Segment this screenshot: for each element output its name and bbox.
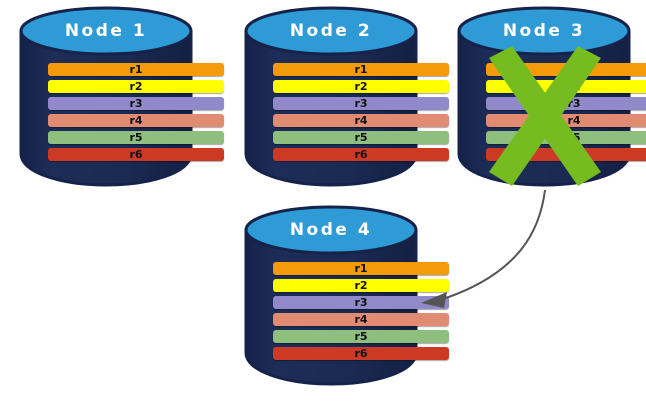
row-label: r5 <box>567 131 581 144</box>
row-label: r3 <box>354 97 368 110</box>
row-label: r2 <box>567 80 581 93</box>
row-label: r4 <box>354 114 368 127</box>
row-bar[interactable]: r5 <box>48 131 224 144</box>
row-bar[interactable]: r1 <box>273 63 449 76</box>
row-label: r4 <box>354 313 368 326</box>
node-cylinder-1[interactable]: Node 1 r1 r2 r3 r4 r5 r6 <box>18 4 224 188</box>
row-label: r6 <box>129 148 143 161</box>
row-bar[interactable]: r1 <box>486 63 646 76</box>
node-rows-2: r1 r2 r3 r4 r5 r6 <box>243 63 479 161</box>
row-label: r3 <box>567 97 581 110</box>
row-bar[interactable]: r3 <box>273 97 449 110</box>
row-label: r4 <box>129 114 143 127</box>
row-bar[interactable]: r2 <box>273 80 449 93</box>
row-bar[interactable]: r6 <box>273 347 449 360</box>
row-bar[interactable]: r5 <box>273 131 449 144</box>
row-label: r2 <box>129 80 143 93</box>
row-bar[interactable]: r6 <box>486 148 646 161</box>
row-bar[interactable]: r4 <box>273 114 449 127</box>
row-label: r2 <box>354 80 368 93</box>
row-label: r4 <box>567 114 581 127</box>
row-bar[interactable]: r6 <box>48 148 224 161</box>
row-label: r1 <box>129 63 143 76</box>
row-bar[interactable]: r5 <box>486 131 646 144</box>
row-bar[interactable]: r2 <box>273 279 449 292</box>
row-bar[interactable]: r2 <box>48 80 224 93</box>
row-bar[interactable]: r6 <box>273 148 449 161</box>
node-cylinder-4[interactable]: Node 4 r1 r2 r3 r4 r5 r6 <box>243 203 449 387</box>
row-bar[interactable]: r2 <box>486 80 646 93</box>
row-label: r2 <box>354 279 368 292</box>
node-rows-3: r1 r2 r3 r4 r5 r6 <box>456 63 646 161</box>
row-label: r5 <box>129 131 143 144</box>
row-label: r6 <box>354 347 368 360</box>
row-bar[interactable]: r5 <box>273 330 449 343</box>
row-bar[interactable]: r3 <box>273 296 449 309</box>
row-label: r1 <box>354 63 368 76</box>
row-bar[interactable]: r4 <box>273 313 449 326</box>
node-cylinder-2[interactable]: Node 2 r1 r2 r3 r4 r5 r6 <box>243 4 449 188</box>
row-bar[interactable]: r4 <box>48 114 224 127</box>
row-label: r5 <box>354 131 368 144</box>
row-bar[interactable]: r3 <box>48 97 224 110</box>
node-cylinder-3[interactable]: Node 3 r1 r2 r3 r4 r5 r6 <box>456 4 646 188</box>
row-label: r5 <box>354 330 368 343</box>
node-rows-1: r1 r2 r3 r4 r5 r6 <box>18 63 254 161</box>
row-bar[interactable]: r4 <box>486 114 646 127</box>
row-label: r6 <box>567 148 581 161</box>
row-bar[interactable]: r3 <box>486 97 646 110</box>
row-label: r1 <box>567 63 581 76</box>
row-label: r1 <box>354 262 368 275</box>
node-rows-4: r1 r2 r3 r4 r5 r6 <box>243 262 479 360</box>
row-label: r3 <box>129 97 143 110</box>
row-label: r3 <box>354 296 368 309</box>
row-label: r6 <box>354 148 368 161</box>
row-bar[interactable]: r1 <box>273 262 449 275</box>
row-bar[interactable]: r1 <box>48 63 224 76</box>
